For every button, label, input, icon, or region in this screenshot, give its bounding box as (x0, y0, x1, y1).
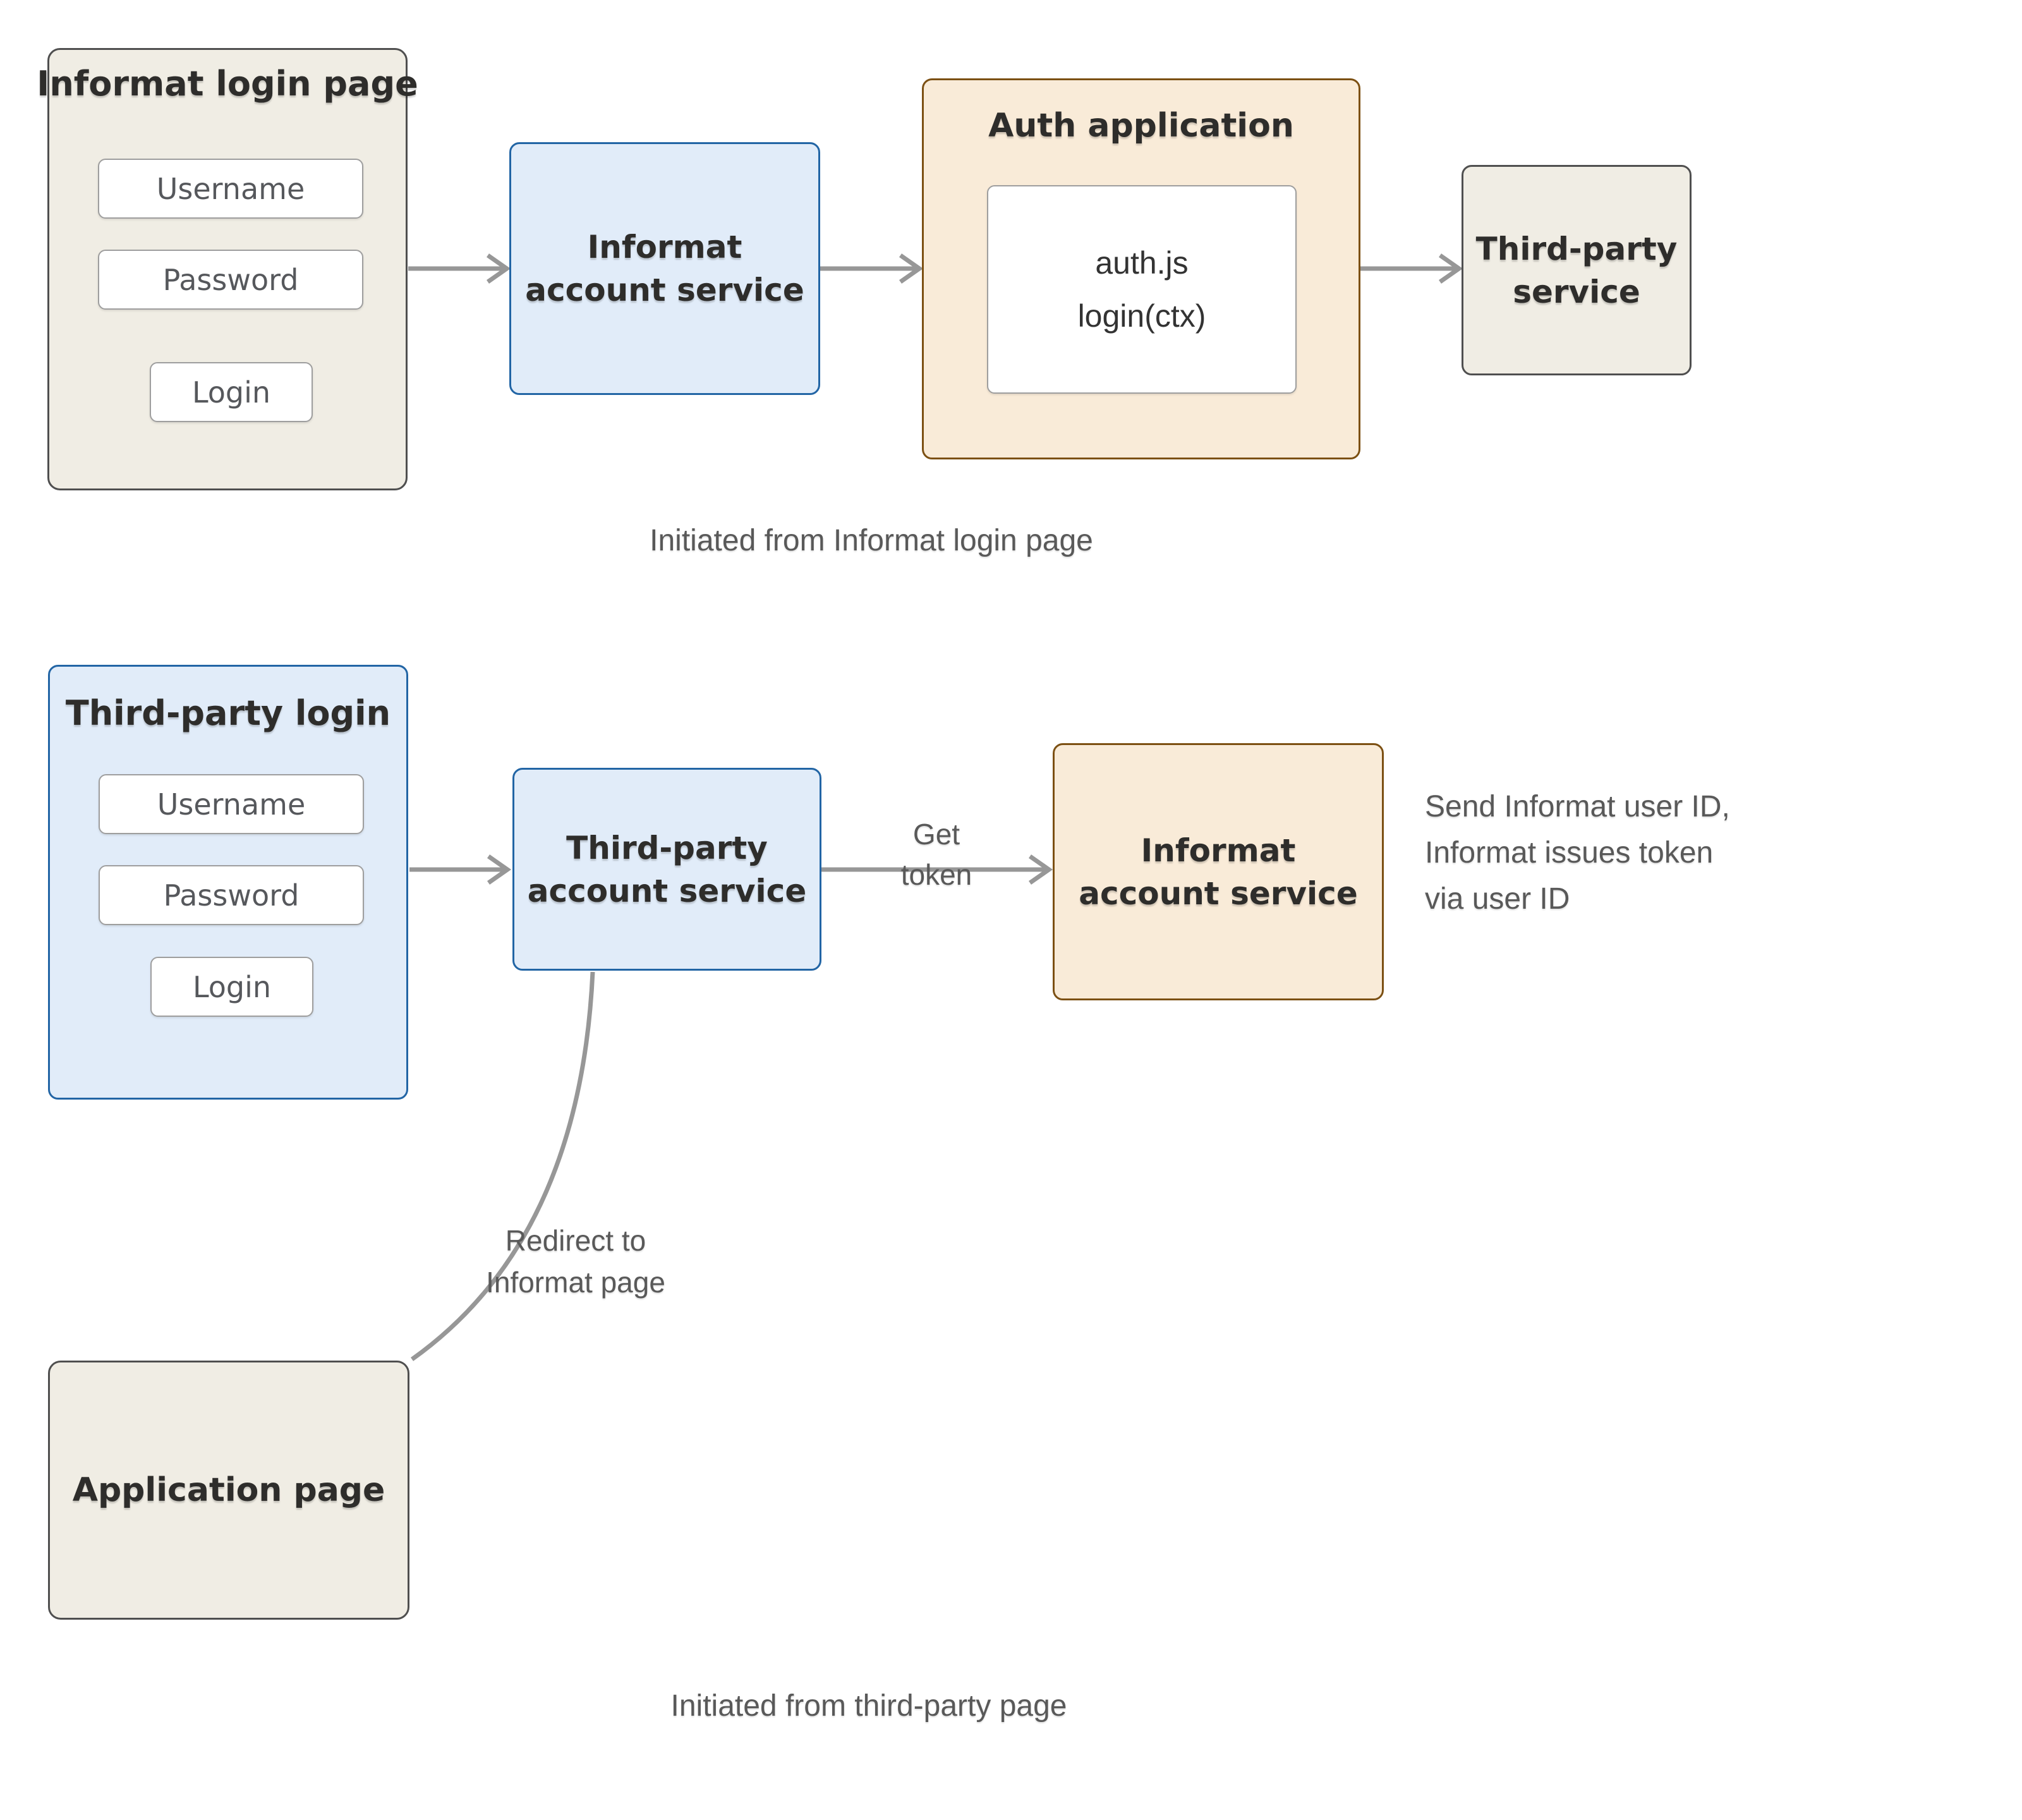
arrowhead (1438, 253, 1463, 284)
flow1-caption: Initiated from Informat login page (650, 524, 1093, 557)
code-line: login(ctx) (1077, 298, 1206, 334)
redirect-label: Redirect to Informat page (486, 1220, 665, 1303)
node-third-party-login: Third-party login Username Password Logi… (48, 665, 408, 1100)
username-field: Username (99, 774, 364, 834)
redirect-line: Informat page (486, 1266, 665, 1299)
node-informat-account-service-2: Informat account service (1053, 743, 1384, 1000)
code-line: auth.js (1095, 245, 1189, 281)
node-label-line: Application page (72, 1471, 385, 1509)
arrowhead (1028, 854, 1053, 885)
login-button: Login (150, 362, 313, 422)
third-party-login-title: Third-party login (65, 693, 391, 733)
node-label-line: account service (1079, 875, 1358, 912)
password-field: Password (99, 865, 364, 925)
node-informat-login-page: Informat login page Username Password Lo… (37, 48, 418, 490)
auth-application-title: Auth application (988, 107, 1294, 145)
get-token-line: Get (912, 818, 960, 851)
get-token-line: token (900, 858, 972, 891)
node-label-line: account service (525, 272, 804, 308)
node-third-party-account-service: Third-party account service (512, 768, 821, 971)
auth-code-box: auth.js login(ctx) (987, 185, 1297, 394)
node-label-line: Third-party (1475, 230, 1678, 267)
node-label-line: Informat (1141, 832, 1296, 869)
note-line: via user ID (1425, 882, 1570, 916)
get-token-label: Get token (901, 814, 972, 895)
informat-login-page-title: Informat login page (37, 64, 418, 104)
redirect-line: Redirect to (505, 1224, 646, 1257)
note-line: Send Informat user ID, (1425, 790, 1730, 823)
token-issue-note: Send Informat user ID, Informat issues t… (1425, 784, 1730, 922)
node-application-page: Application page (48, 1361, 409, 1620)
password-field: Password (98, 250, 363, 310)
flow2-caption: Initiated from third-party page (670, 1689, 1067, 1723)
node-label-line: Informat (587, 229, 742, 265)
login-button: Login (150, 957, 313, 1017)
username-field: Username (98, 159, 363, 219)
node-label-line: account service (527, 872, 807, 909)
node-label-line: Third-party (566, 829, 768, 866)
redirect-curve (410, 971, 595, 1361)
arrowhead (487, 854, 512, 885)
arrowhead (486, 253, 511, 284)
node-label-line: service (1513, 273, 1640, 310)
node-auth-application: Auth application auth.js login(ctx) (922, 78, 1360, 459)
node-informat-account-service: Informat account service (509, 142, 820, 395)
note-line: Informat issues token (1425, 836, 1714, 870)
node-third-party-service: Third-party service (1462, 165, 1692, 375)
arrowhead (899, 253, 924, 284)
